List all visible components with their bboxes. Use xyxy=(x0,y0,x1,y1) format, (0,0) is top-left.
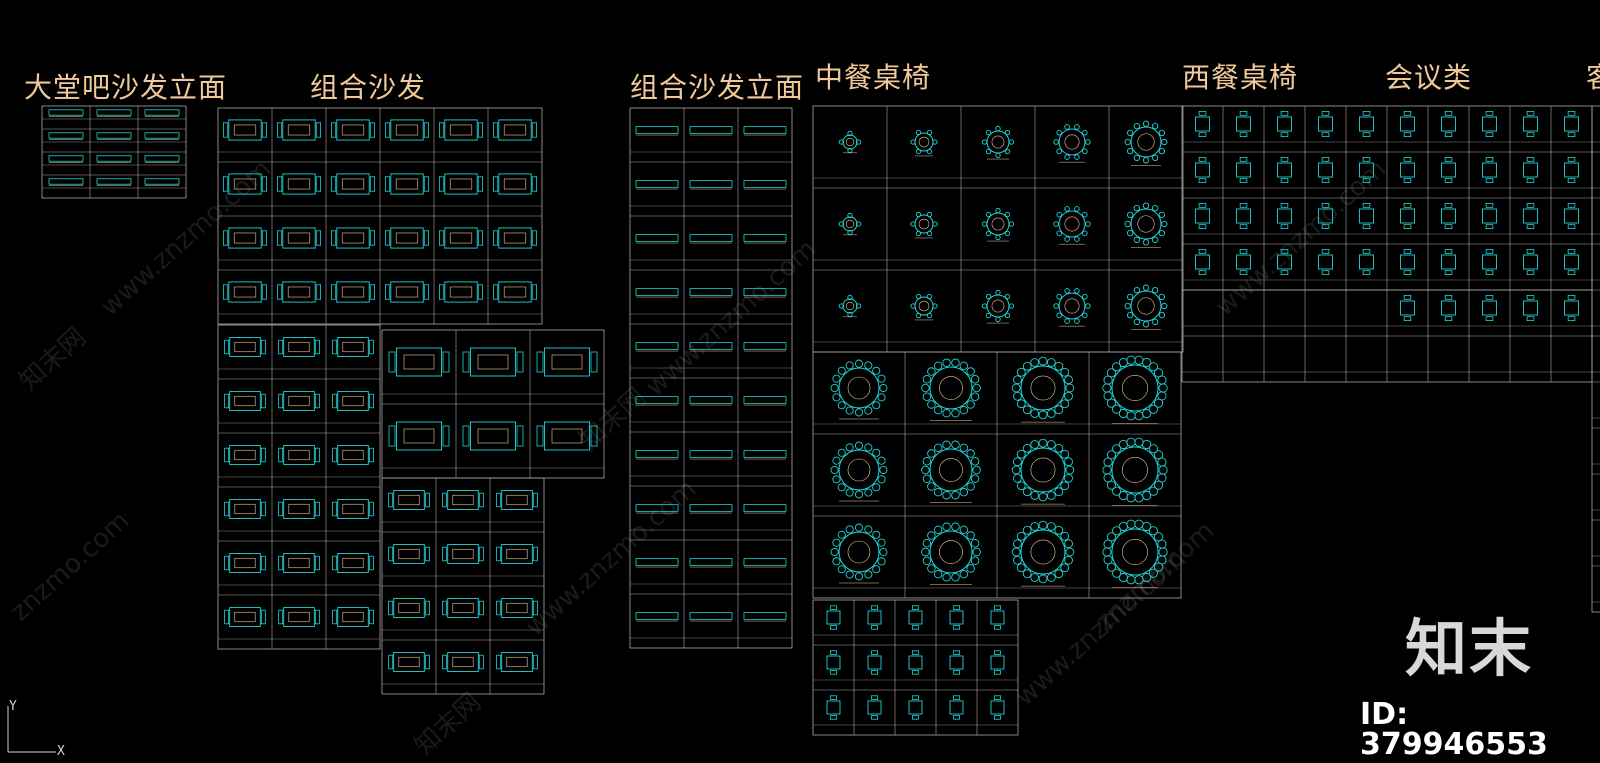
grid-cut-off xyxy=(1591,105,1600,613)
blocks-combo-sofa-c xyxy=(388,347,598,451)
ucs-x-label: X xyxy=(57,744,65,759)
grid-combo-sofa xyxy=(217,107,543,325)
grid-combo-sofa-d xyxy=(381,477,545,695)
title-combo-sofa: 组合沙发 xyxy=(310,71,427,104)
blocks-chinese-dining-a xyxy=(838,120,1168,330)
block-tables xyxy=(41,105,1600,736)
title-conference: 会议类 xyxy=(1385,61,1473,94)
grid-combo-sofa-c xyxy=(381,329,605,479)
grid-lobby-sofa xyxy=(41,105,187,199)
blocks-lobby-sofa xyxy=(48,109,180,186)
blocks-combo-sofa-d xyxy=(388,490,538,672)
grid-combo-sofa-b xyxy=(217,324,381,650)
title-combo-sofa-elevation: 组合沙发立面 xyxy=(630,71,805,104)
blocks-combo-sofa-elev xyxy=(635,126,787,622)
ucs-y-label: Y xyxy=(9,699,17,714)
blocks-combo-sofa-a xyxy=(222,119,538,303)
title-western-dining: 西餐桌椅 xyxy=(1182,61,1299,94)
blocks-chinese-dining-c xyxy=(826,605,1005,720)
blocks-chinese-dining-b xyxy=(830,355,1168,588)
grid-combo-sofa-elev xyxy=(629,107,793,649)
title-chinese-dining: 中餐桌椅 xyxy=(815,61,932,94)
furniture-blocks xyxy=(48,109,1579,720)
blocks-conference xyxy=(1400,294,1579,321)
ucs-axis-icon xyxy=(7,706,56,753)
title-lobby-sofa-elevation: 大堂吧沙发立面 xyxy=(24,71,228,104)
grid-western-dining xyxy=(1181,105,1593,291)
asset-id-label: ID: 379946553 xyxy=(1360,697,1548,762)
grid-chinese-dining-b xyxy=(812,351,1182,599)
grid-chinese-dining-c xyxy=(812,599,1019,736)
brand-logo: 知末 xyxy=(1405,612,1534,685)
blocks-combo-sofa-b xyxy=(224,337,374,627)
title-cut-off: 客 xyxy=(1586,64,1600,92)
blocks-western-dining xyxy=(1195,111,1579,275)
